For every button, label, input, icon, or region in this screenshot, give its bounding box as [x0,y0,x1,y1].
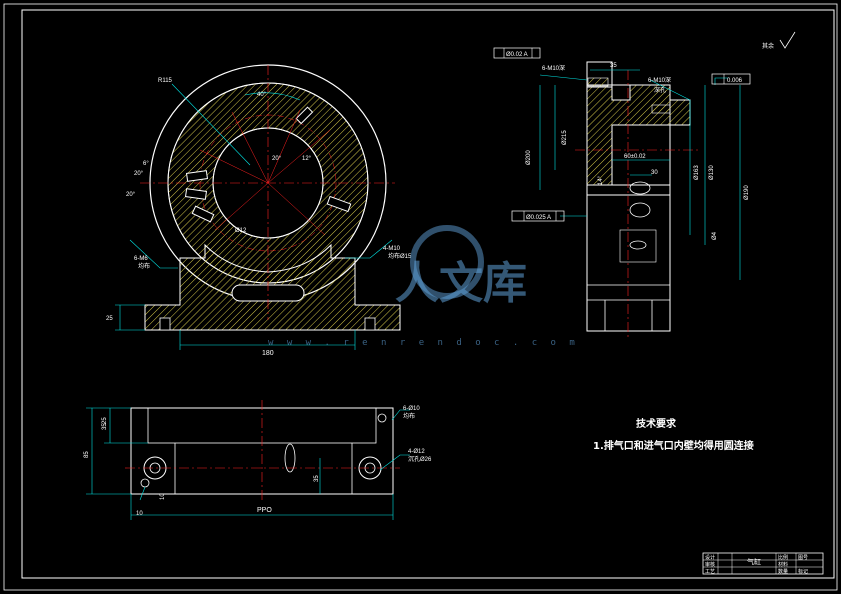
top-dim-10b: 10 [160,493,166,500]
front-hole-note-right: 4-M10 [383,246,401,252]
side-dia4: Ø130 [709,165,715,180]
side-tol1: Ø0.02 A [506,52,528,58]
side-view: Ø0.02 A 0.006 Ø0.025 A 35 6-M10深 6-M10深 … [493,31,796,340]
tech-requirements: 技术要求 1.排气口和进气口内壁均得用圆连接 [593,417,754,452]
watermark-logo-icon [410,225,484,299]
front-angle-inner: 12° [302,156,312,162]
side-dia3: Ø163 [694,165,700,180]
front-height-label: 25 [106,316,113,322]
top-width-label: PPO [257,507,272,514]
side-dia2: Ø215 [562,130,568,145]
side-tol3: Ø0.025 A [526,215,551,221]
title-block-cell-6: 图号 [798,555,808,561]
outer-border [3,3,838,591]
side-dia6: Ø4 [712,231,718,240]
side-dia5: Ø190 [744,185,750,200]
title-block-cell-3: 比例 [778,554,788,561]
front-hole-note-left: 6-M6 [134,256,148,262]
title-block-cell-0: 设计 [705,554,715,561]
side-dia1: Ø200 [526,150,532,165]
side-tol2: 0.006 [727,78,743,84]
title-block-cell-7: 标记 [798,568,808,575]
top-hole-note2b: 沉孔Ø26 [408,455,432,463]
tech-requirements-line1: 1.排气口和进气口内壁均得用圆连接 [593,439,754,452]
top-hole-note1b: 均布 [403,412,415,420]
top-dim-35: 35 [102,423,108,430]
side-surface-mark: 其余 [762,42,774,50]
side-dim-small: 30 [651,170,658,176]
top-dim-35b: 35 [314,475,320,482]
top-dim-10: 10 [136,511,143,517]
side-dim-center: 60±0.02 [624,154,646,160]
side-thread-left: 6-M10深 [542,64,565,72]
front-angle-top: 40° [257,92,267,98]
title-block-part-name: 气缸 [747,557,761,566]
title-block: 气缸 设计 审核 工艺 比例 材料 数量 图号 标记 [702,552,824,575]
side-depth-label: 深孔 [654,86,666,94]
front-hole-note-left2: 均布 [138,262,150,270]
side-thread-right: 6-M10深 [648,76,671,84]
top-view: 85 35 25 35 10 10 PPO 6-Ø10 均布 4-Ø12 沉孔Ø… [84,400,432,520]
top-hole-note1: 6-Ø10 [403,406,420,412]
title-block-cell-5: 数量 [778,568,788,575]
front-angle-center: 20° [272,156,282,162]
title-block-cell-1: 审核 [705,561,715,568]
title-block-cell-4: 材料 [778,561,788,568]
top-hole-note2: 4-Ø12 [408,449,425,455]
front-angle-left1: 20° [126,192,136,198]
top-dim-25: 25 [102,417,108,424]
front-angle-left3: 6° [143,161,149,167]
watermark-text: 人文库 [395,258,527,309]
front-width-label: 180 [262,350,274,357]
tech-requirements-title: 技术要求 [636,417,677,430]
watermark: 人文库 w w w . r e n r e n d o c . c o m [268,225,579,348]
front-radius-label: R115 [158,78,173,84]
title-block-cell-2: 工艺 [705,569,715,575]
side-dim-top: 35 [610,63,617,69]
side-angle-note: 14° [598,175,604,185]
front-hole-note-right2: 均布Ø15 [388,252,412,260]
watermark-url: w w w . r e n r e n d o c . c o m [268,338,579,348]
inner-border [21,9,835,579]
front-view: R115 40° 20° 12° 20° 20° 6° Ø12 4-M10 均布… [106,64,412,357]
front-hole-label: Ø12 [235,228,247,234]
surface-roughness-icon [779,31,796,49]
top-height-label: 85 [84,451,90,458]
front-angle-left2: 20° [134,171,144,177]
